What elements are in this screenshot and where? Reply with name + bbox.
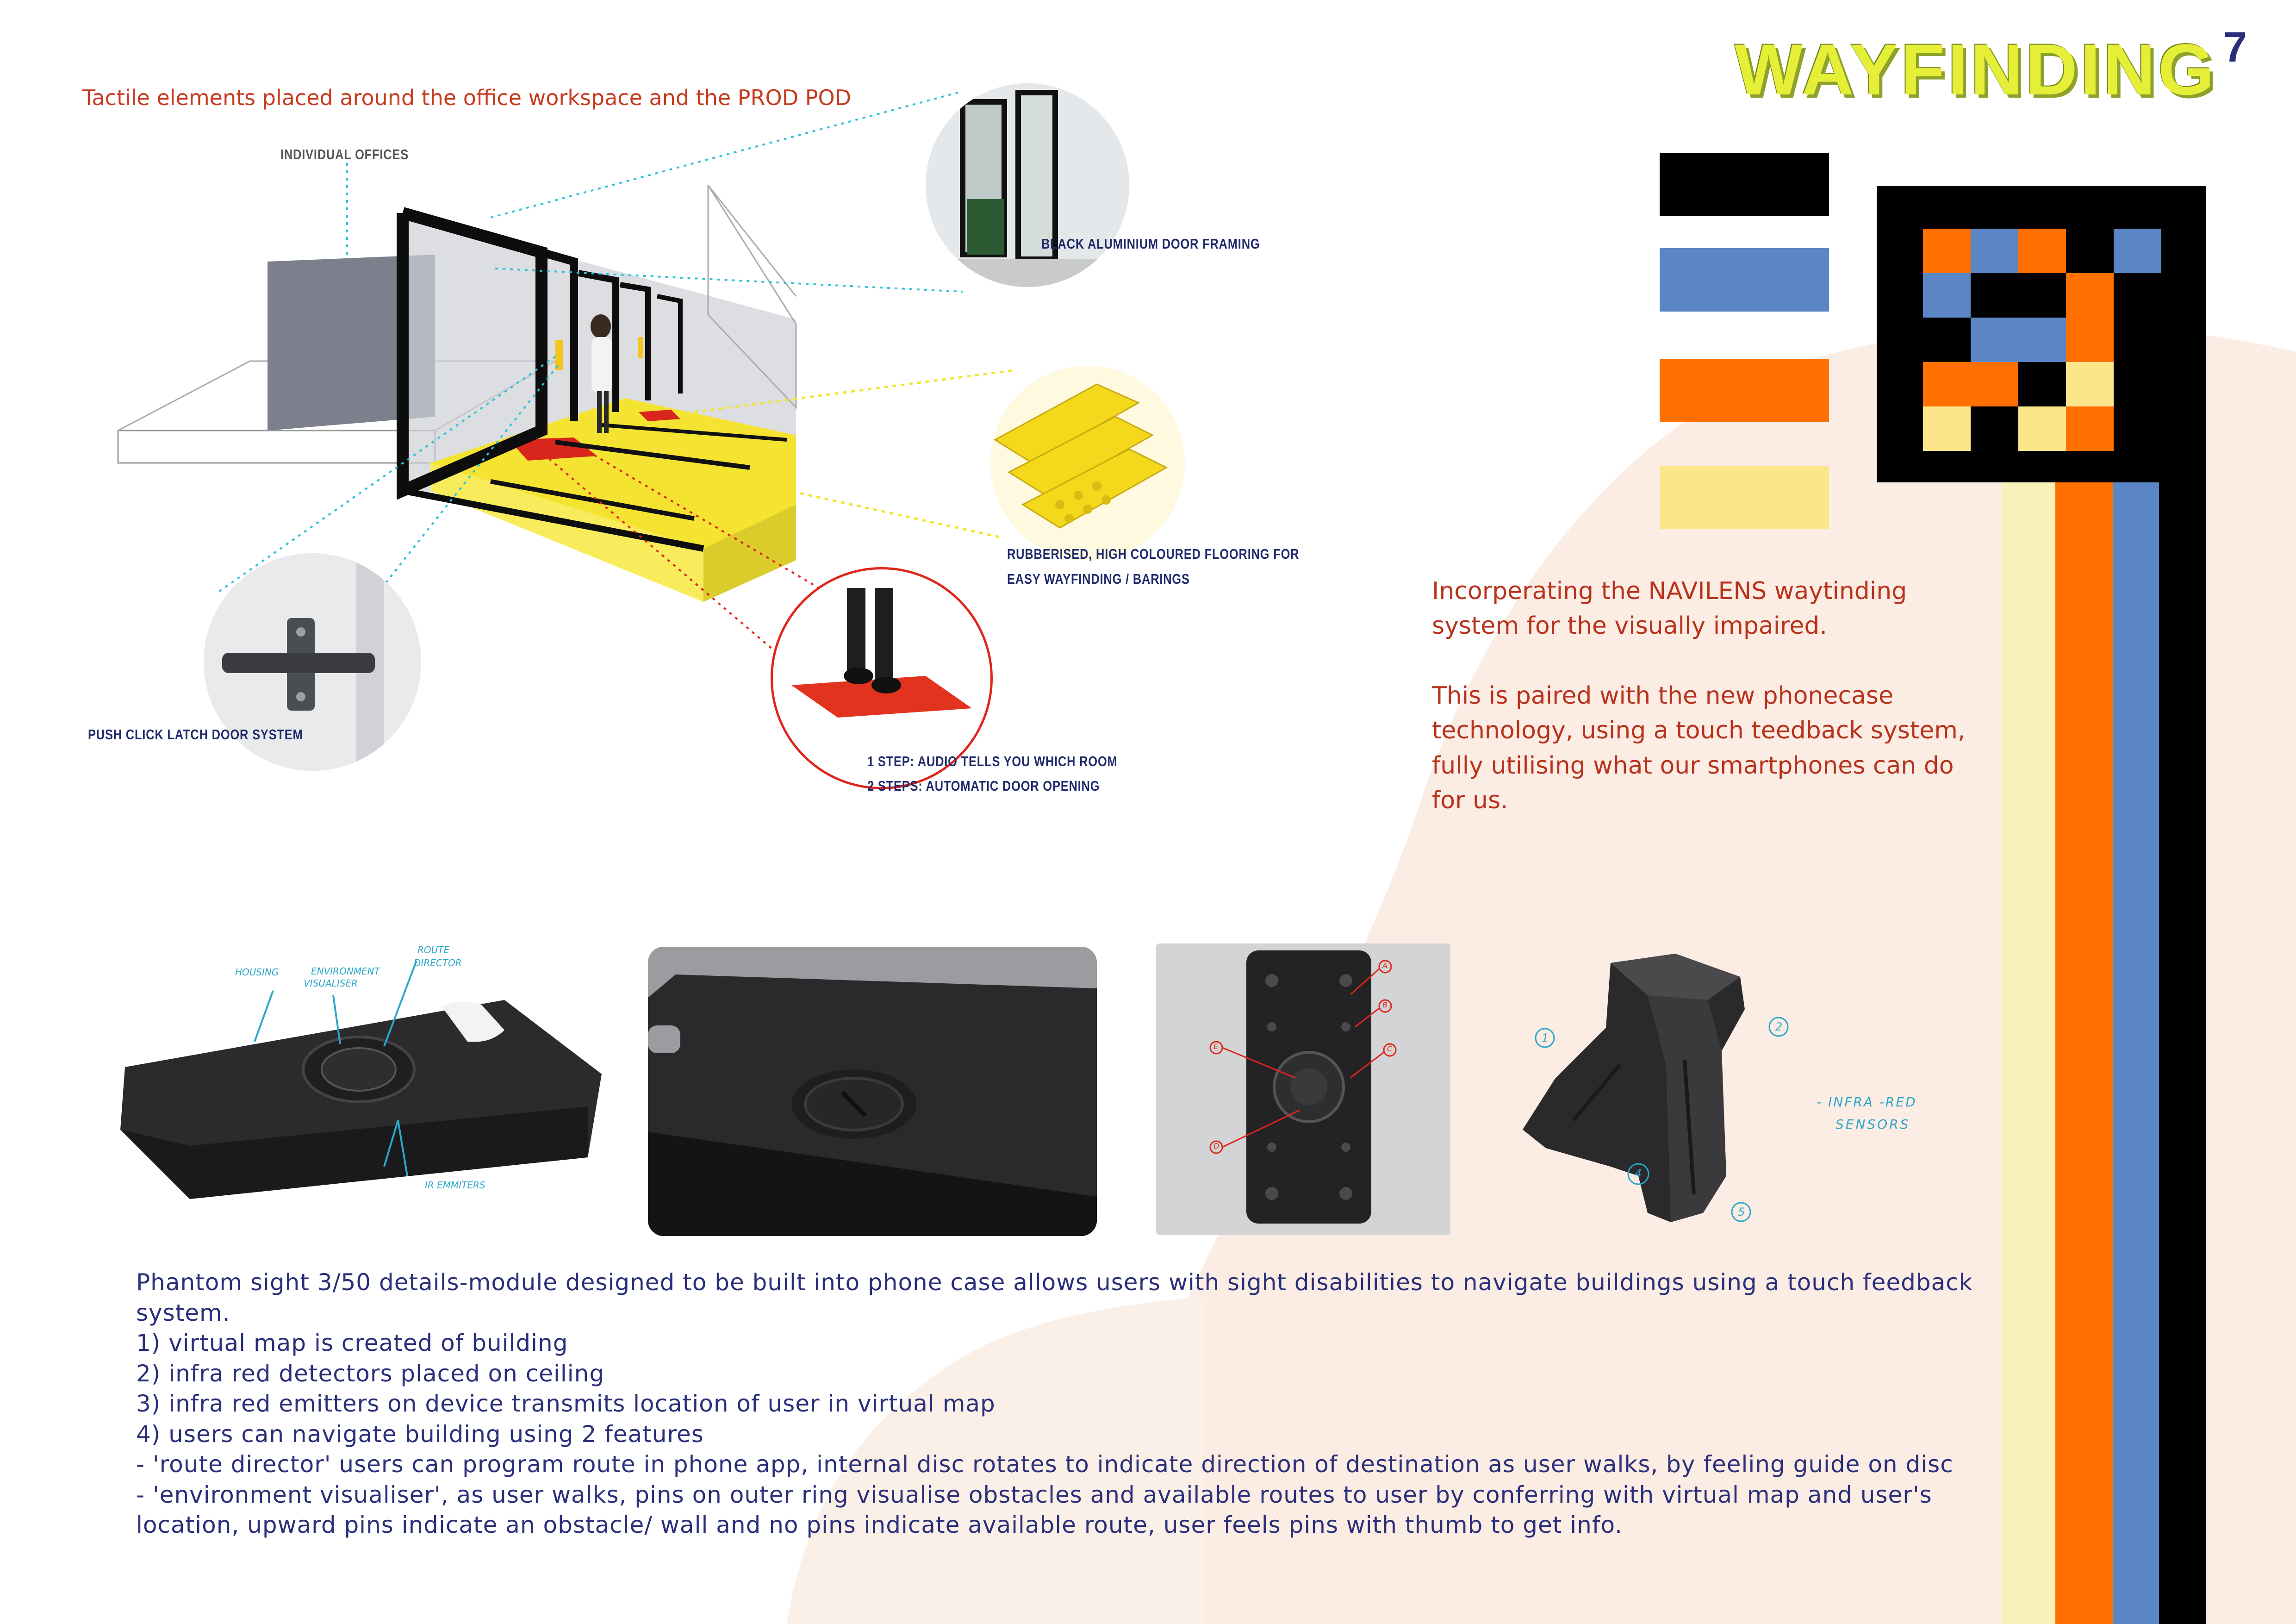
- label-steps-1: 1 STEP: AUDIO TELLS YOU WHICH ROOM: [867, 753, 1118, 769]
- description-line: 2) infra red detectors placed on ceiling: [136, 1360, 605, 1387]
- module-label-c: C: [1387, 1044, 1393, 1053]
- navilens-line: technology, using a touch teedback syste…: [1432, 717, 1966, 745]
- description-line: - 'environment visualiser', as user walk…: [136, 1481, 1932, 1508]
- sensor-num-5: 5: [1738, 1206, 1745, 1218]
- push-latch-photo: [204, 553, 421, 771]
- description-block: Phantom sight 3/50 details-module design…: [136, 1268, 1973, 1541]
- sketch-label-route-2: DIRECTOR: [414, 957, 462, 968]
- navilens-line: system for the visually impaired.: [1432, 612, 1827, 640]
- navilens-line: fully utilising what our smartphones can…: [1432, 751, 1954, 780]
- tactile-flooring-photo: [990, 366, 1185, 560]
- ir-module-render: A B C D E: [1156, 943, 1450, 1235]
- label-door-framing: BLACK ALUMINIUM DOOR FRAMING: [1041, 236, 1260, 252]
- sketch-label-env-1: ENVIRONMENT: [311, 966, 380, 977]
- label-steps-2: 2 STEPS: AUTOMATIC DOOR OPENING: [867, 778, 1100, 794]
- door-framing-photo: [926, 83, 1129, 287]
- description-line: Phantom sight 3/50 details-module design…: [136, 1269, 1973, 1296]
- navilens-paragraph-1: Incorperating the NAVILENS waytinding sy…: [1432, 574, 1907, 644]
- module-label-e: E: [1213, 1042, 1219, 1051]
- description-line: 4) users can navigate building using 2 f…: [136, 1420, 704, 1448]
- sensor-label-2: SENSORS: [1836, 1117, 1910, 1132]
- phone-closeup-render: [648, 947, 1097, 1236]
- module-label-a: A: [1382, 961, 1388, 970]
- intro-text: Tactile elements placed around the offic…: [82, 85, 852, 110]
- swatch-black: [1660, 153, 1829, 216]
- label-flooring-1: RUBBERISED, HIGH COLOURED FLOORING FOR: [1007, 546, 1300, 562]
- sensor-label-1: - INFRA -RED: [1817, 1094, 1917, 1110]
- sketch-label-emitters: IR EMMITERS: [425, 1180, 485, 1191]
- swatch-orange: [1660, 359, 1829, 422]
- sketch-label-housing: HOUSING: [235, 967, 279, 978]
- navilens-line: for us.: [1432, 787, 1508, 815]
- description-line: 1) virtual map is created of building: [136, 1330, 568, 1356]
- page-title: WAYFINDING: [1735, 30, 2217, 110]
- label-flooring-2: EASY WAYFINDING / BARINGS: [1007, 571, 1190, 587]
- navilens-line: This is paired with the new phonecase: [1432, 682, 1893, 710]
- sensor-num-4: 4: [1635, 1167, 1642, 1180]
- description-line: 3) infra red emitters on device transmit…: [136, 1390, 996, 1417]
- module-label-b: B: [1382, 1000, 1388, 1009]
- module-label-d: D: [1213, 1142, 1220, 1150]
- sensor-num-2: 2: [1775, 1020, 1783, 1033]
- swatch-blue: [1660, 248, 1829, 312]
- navilens-paragraph-2: This is paired with the new phonecase te…: [1432, 679, 1965, 818]
- label-latch: PUSH CLICK LATCH DOOR SYSTEM: [88, 726, 303, 743]
- sketch-label-route-1: ROUTE: [417, 944, 450, 956]
- description-line: system.: [136, 1299, 230, 1326]
- sketch-label-env-2: VISUALISER: [304, 978, 358, 989]
- description-line: location, upward pins indicate an obstac…: [136, 1512, 1623, 1538]
- label-individual-offices: INDIVIDUAL OFFICES: [280, 146, 409, 162]
- navilens-line: Incorperating the NAVILENS waytinding: [1432, 577, 1907, 605]
- swatch-yellow: [1660, 466, 1829, 529]
- description-line: - 'route director' users can program rou…: [136, 1451, 1954, 1478]
- sensor-num-1: 1: [1542, 1031, 1549, 1044]
- page-number: 7: [2223, 24, 2247, 71]
- floor-mat-icon: [771, 567, 993, 789]
